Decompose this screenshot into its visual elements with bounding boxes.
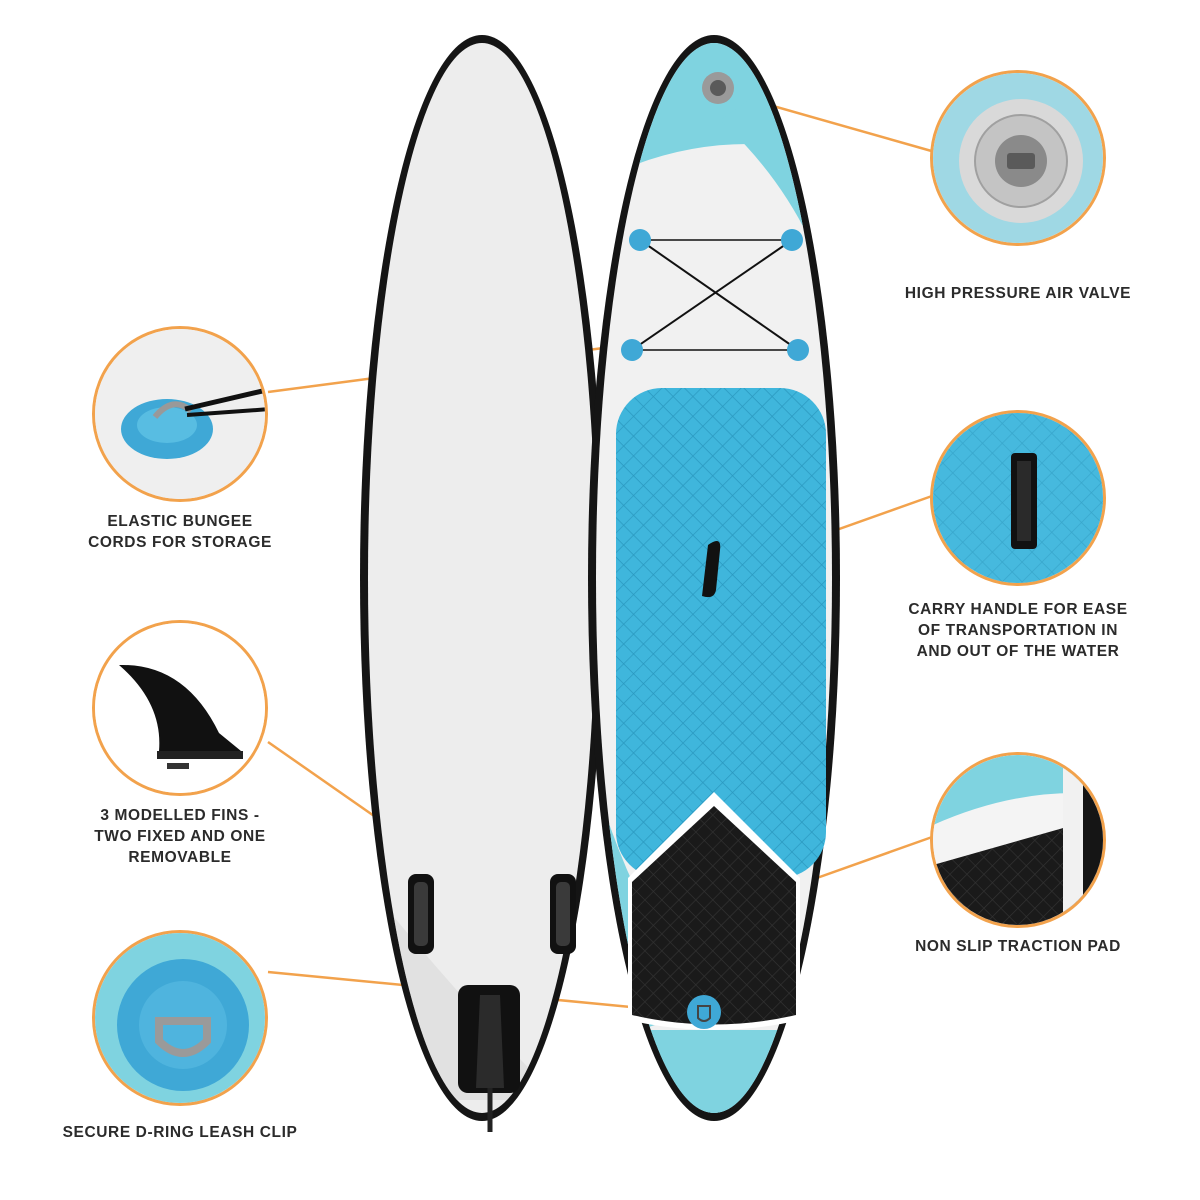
bungee-system bbox=[621, 229, 809, 361]
traction-pad-detail bbox=[930, 752, 1106, 928]
label-air-valve: HIGH PRESSURE AIR VALVE bbox=[904, 285, 1132, 302]
carry-handle bbox=[702, 541, 721, 598]
label-carry-handle: CARRY HANDLE FOR EASE OF TRANSPORTATION … bbox=[908, 601, 1128, 660]
d-ring-detail bbox=[92, 930, 268, 1106]
bungee-detail bbox=[92, 326, 268, 502]
fins-detail bbox=[92, 620, 268, 796]
label-fins: 3 MODELLED FINS - TWO FIXED AND ONE REMO… bbox=[94, 807, 266, 866]
label-d-ring: SECURE D-RING LEASH CLIP bbox=[62, 1124, 298, 1141]
board-bottom-view bbox=[360, 35, 604, 1132]
label-traction-pad: NON SLIP TRACTION PAD bbox=[915, 938, 1121, 955]
d-ring bbox=[687, 995, 721, 1029]
board-deck-view bbox=[588, 35, 840, 1121]
connector-traction-pad bbox=[799, 834, 936, 886]
carry-handle-detail bbox=[930, 410, 1106, 586]
connector-air-valve bbox=[751, 98, 936, 154]
deck-pad bbox=[616, 388, 826, 878]
traction-pad bbox=[632, 806, 796, 1025]
air-valve-detail bbox=[930, 70, 1106, 246]
label-bungee: ELASTIC BUNGEE CORDS FOR STORAGE bbox=[88, 513, 272, 551]
